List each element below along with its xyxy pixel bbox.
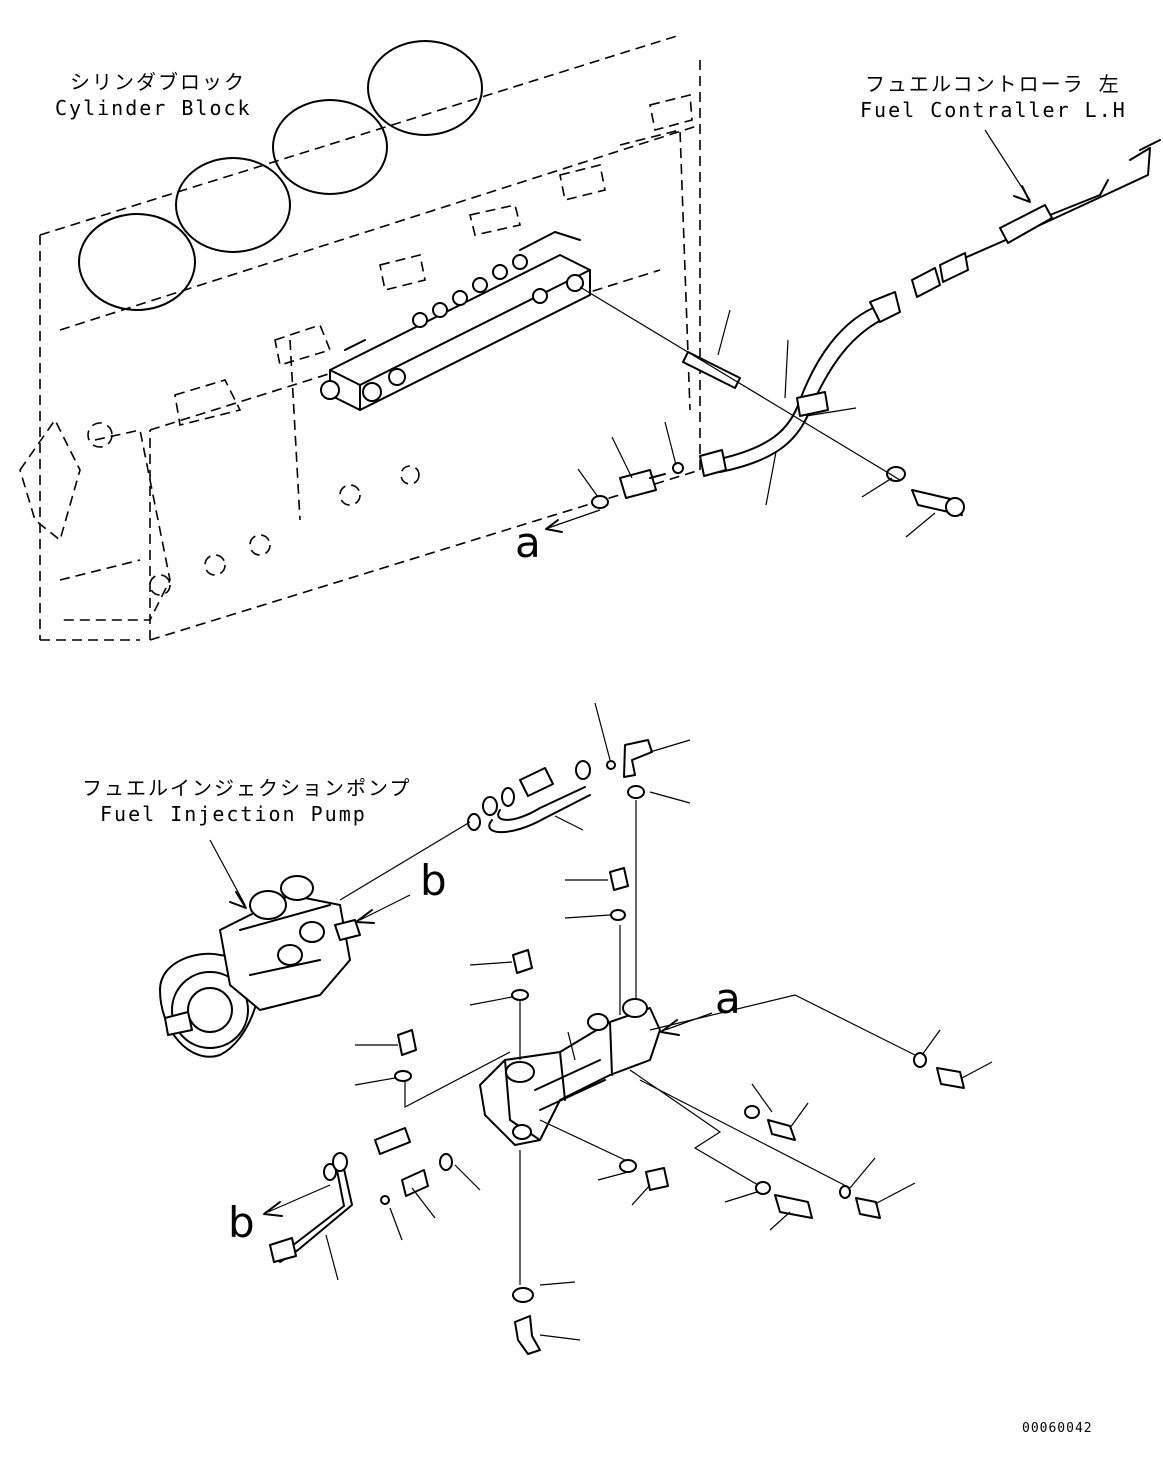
fuel-hose (682, 291, 901, 477)
cylinder-block-label-jp: シリンダブロック (70, 70, 246, 94)
fuel-controller-label-jp: フュエルコントローラ 左 (865, 72, 1121, 96)
reference-mark-a-mid: a (715, 974, 741, 1023)
fuel-injection-pump (159, 875, 361, 1058)
reference-mark-b-pump: b (420, 856, 447, 905)
leader-lines-bottom (209, 702, 993, 1341)
leader-lines-top (545, 129, 1031, 538)
injection-pump-label-en: Fuel Injection Pump (100, 802, 367, 826)
fuel-controller (911, 139, 1161, 298)
pump-fuel-pipe (467, 739, 653, 834)
figure-code: 00060042 (1022, 1421, 1093, 1436)
reference-mark-a-top: a (515, 518, 541, 567)
cylinder-block-label-en: Cylinder Block (55, 96, 252, 120)
fuel-rail-block (320, 231, 591, 411)
return-pipe (269, 1152, 353, 1263)
injection-pump-label-jp: フュエルインジェクションポンプ (82, 776, 412, 800)
fuel-controller-label-en: Fuel Contraller L.H (860, 98, 1127, 122)
cylinder-block (19, 34, 701, 641)
fuel-filter-head (479, 998, 661, 1146)
hose-fittings (591, 462, 965, 517)
reference-mark-b-bottom: b (228, 1198, 255, 1247)
cylinder-bores (78, 40, 483, 311)
lower-fasteners (323, 867, 965, 1355)
